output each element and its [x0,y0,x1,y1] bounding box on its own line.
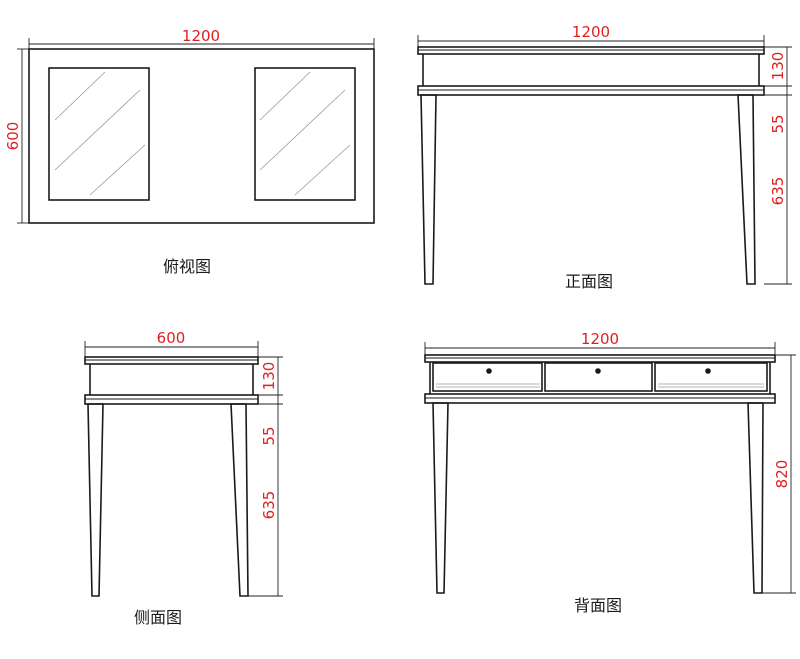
back-width-label: 1200 [581,330,619,348]
back-leg-right [747,402,764,594]
top-view-glass-left [48,67,150,201]
side-view-caption: 侧面图 [134,608,182,627]
front-height-dimensions: 130 55 635 [764,46,792,285]
back-width-dimension: 1200 [424,330,776,355]
back-height-label: 820 [773,460,791,489]
drawer-knob-right [705,368,711,374]
drawer-knob-middle [595,368,601,374]
top-view-caption: 俯视图 [163,257,211,276]
front-dim-mid-label: 55 [769,114,787,133]
glass-hatch [54,71,351,196]
back-view: 1200 820 背面图 [424,330,796,615]
side-leg-right [230,403,249,597]
top-view: 1200 600 俯视图 [4,27,375,276]
drawer-bottom-hatch [436,383,764,388]
top-depth-dimension: 600 [4,48,29,224]
side-leg-left [87,403,104,597]
front-dim-leg-label: 635 [769,177,787,206]
front-view-caption: 正面图 [565,272,613,291]
top-view-glass-right [254,67,356,201]
front-width-dimension: 1200 [417,23,765,47]
top-width-label: 1200 [182,27,220,45]
side-dim-top-label: 130 [260,362,278,391]
front-leg-right [737,94,756,285]
top-width-dimension: 1200 [28,27,375,49]
back-leg-left [432,402,449,594]
side-width-dimension: 600 [84,329,259,357]
front-view: 1200 130 55 635 正面图 [417,23,792,291]
side-dim-leg-label: 635 [260,491,278,520]
top-view-outline [28,48,375,224]
side-dim-mid-label: 55 [260,426,278,445]
drawer-knob-left [486,368,492,374]
back-drawer-middle [544,362,653,392]
front-leg-left [420,94,437,285]
side-width-label: 600 [157,329,186,347]
back-drawer-left [432,362,543,392]
side-height-dimensions: 130 55 635 [248,356,283,597]
front-dim-top-label: 130 [769,52,787,81]
back-view-caption: 背面图 [574,596,622,615]
back-drawer-right [654,362,768,392]
top-depth-label: 600 [4,122,22,151]
front-width-label: 1200 [572,23,610,41]
side-view: 600 130 55 635 侧面图 [84,329,283,627]
back-height-dimension: 820 [762,354,796,594]
